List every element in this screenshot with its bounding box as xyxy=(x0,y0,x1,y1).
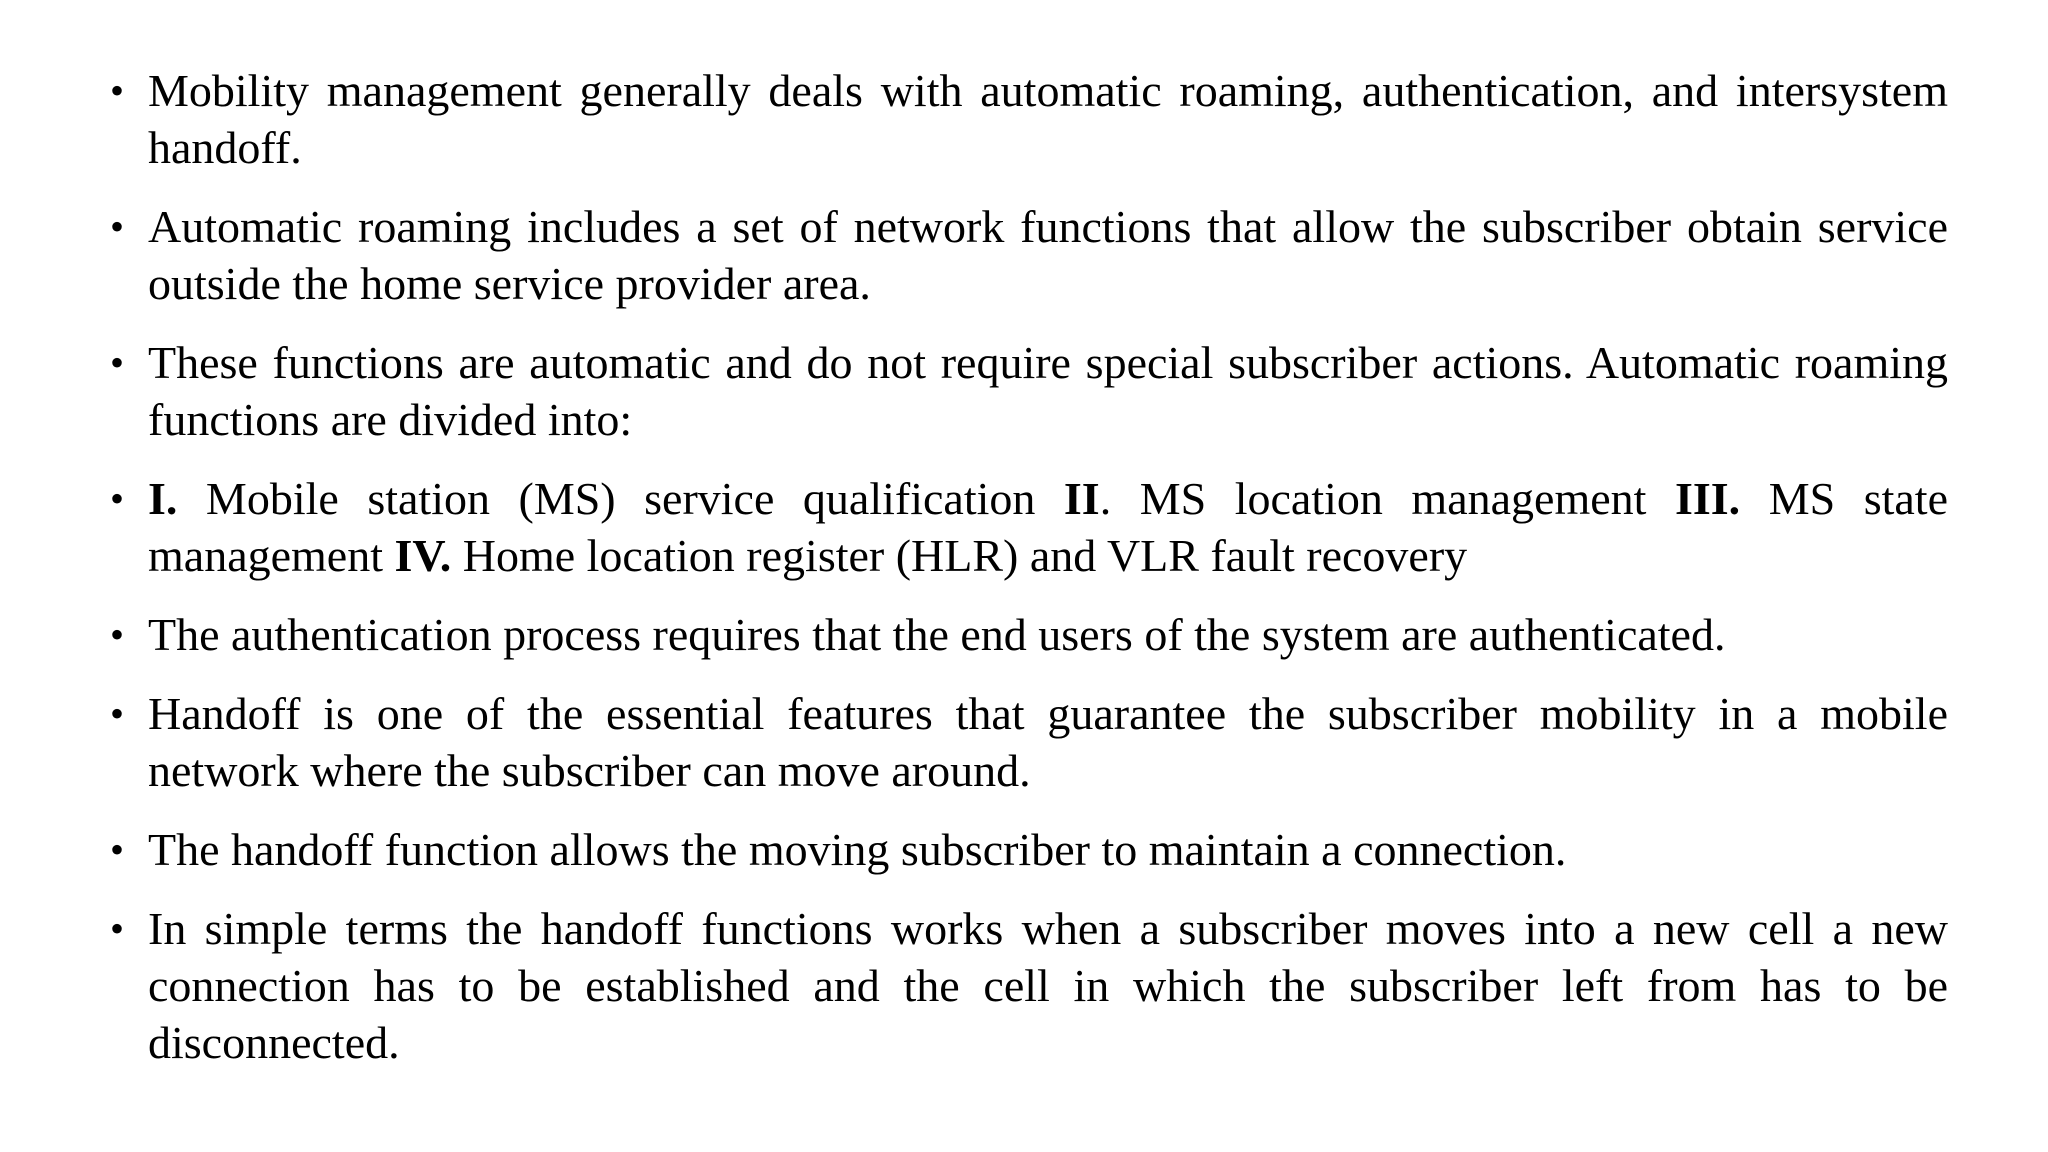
bullet-item-text: These functions are automatic and do not… xyxy=(148,337,1948,445)
bullet-item: • In simple terms the handoff functions … xyxy=(110,900,1948,1071)
bullet-item-text: The authentication process requires that… xyxy=(148,609,1725,660)
text-segment: MS state management xyxy=(148,473,1949,581)
bullet-icon: • xyxy=(110,691,125,736)
bullet-icon: • xyxy=(110,68,125,113)
bullet-item: • I. Mobile station (MS) service qualifi… xyxy=(110,470,1948,584)
bullet-item: • Automatic roaming includes a set of ne… xyxy=(110,198,1948,312)
text-segment: The authentication process requires that… xyxy=(148,609,1726,660)
bullet-item: • Handoff is one of the essential featur… xyxy=(110,685,1948,799)
text-segment: Mobile station (MS) service qualificatio… xyxy=(177,473,1064,524)
bullet-icon: • xyxy=(110,340,125,385)
bold-text-segment: I. xyxy=(148,473,178,524)
bullet-icon: • xyxy=(110,612,125,657)
bold-text-segment: IV. xyxy=(394,530,452,581)
text-segment: The handoff function allows the moving s… xyxy=(148,824,1567,875)
bold-text-segment: II xyxy=(1063,473,1100,524)
bullet-icon: • xyxy=(110,906,125,951)
bullet-icon: • xyxy=(110,827,125,872)
text-segment: . MS location management xyxy=(1099,473,1675,524)
bold-text-segment: III. xyxy=(1674,473,1741,524)
bullet-item: • The handoff function allows the moving… xyxy=(110,821,1948,878)
text-segment: Home location register (HLR) and VLR fau… xyxy=(451,530,1468,581)
bullet-item-text: Mobility management generally deals with… xyxy=(148,65,1948,173)
bullet-item-text: The handoff function allows the moving s… xyxy=(148,824,1566,875)
text-segment: Handoff is one of the essential features… xyxy=(148,688,1948,796)
bullet-item-text: Automatic roaming includes a set of netw… xyxy=(148,201,1948,309)
bullet-item-text: In simple terms the handoff functions wo… xyxy=(148,903,1948,1068)
bullet-item: • These functions are automatic and do n… xyxy=(110,334,1948,448)
bullet-icon: • xyxy=(110,476,125,521)
bullet-item: • Mobility management generally deals wi… xyxy=(110,62,1948,176)
bullet-item-text: Handoff is one of the essential features… xyxy=(148,688,1948,796)
bullet-item-text: I. Mobile station (MS) service qualifica… xyxy=(148,473,1948,581)
text-segment: These functions are automatic and do not… xyxy=(148,337,1948,445)
bullet-list: • Mobility management generally deals wi… xyxy=(110,62,1948,1071)
bullet-item: • The authentication process requires th… xyxy=(110,606,1948,663)
bullet-icon: • xyxy=(110,204,125,249)
text-segment: In simple terms the handoff functions wo… xyxy=(148,903,1948,1068)
text-segment: Mobility management generally deals with… xyxy=(148,65,1948,173)
text-segment: Automatic roaming includes a set of netw… xyxy=(148,201,1948,309)
